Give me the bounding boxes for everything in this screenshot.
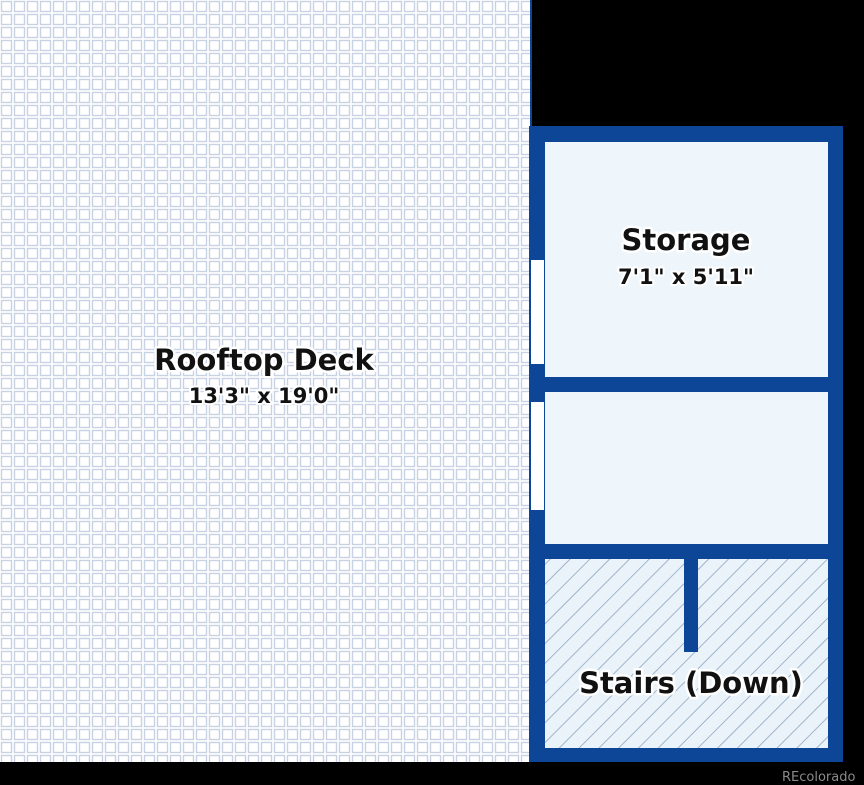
stairs-name: Stairs (Down) — [579, 666, 803, 700]
rooftop-deck-dimensions: 13'3" x 19'0" — [189, 384, 340, 408]
storage-name: Storage — [622, 223, 751, 257]
west-wall-opening-lower — [531, 402, 544, 510]
west-wall-opening-upper — [531, 260, 544, 364]
storage-dimensions: 7'1" x 5'11" — [618, 265, 754, 289]
stair-divider-wall — [684, 547, 698, 652]
rooftop-deck-name: Rooftop Deck — [154, 343, 374, 377]
rooftop-deck-area — [0, 0, 531, 762]
storage-room-area — [545, 142, 828, 377]
watermark: REcolorado — [782, 770, 856, 785]
hall-room-area — [545, 392, 828, 544]
